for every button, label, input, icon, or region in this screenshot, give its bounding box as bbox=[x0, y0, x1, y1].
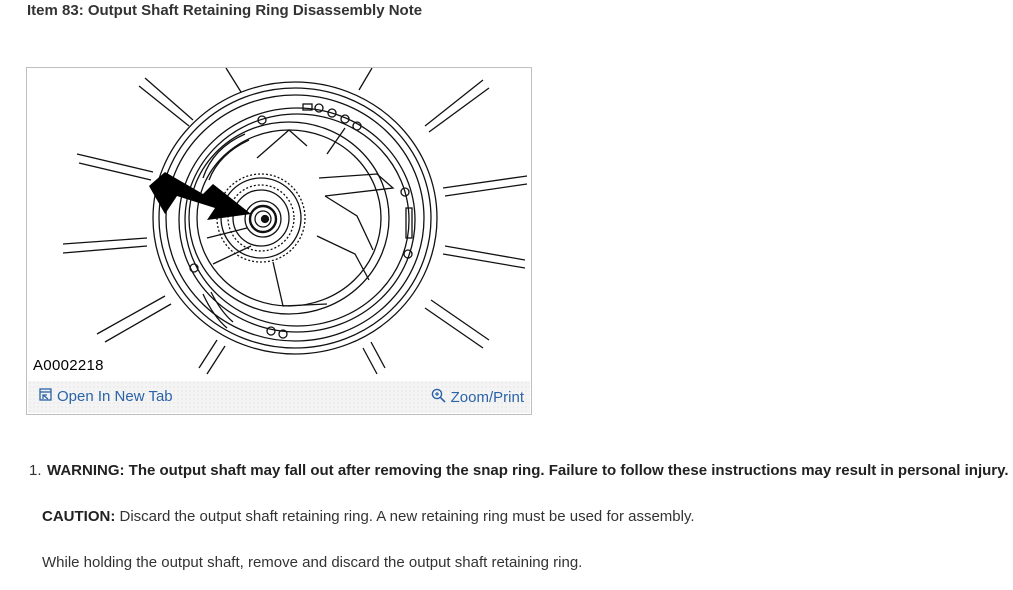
open-in-new-tab-link[interactable]: Open In New Tab bbox=[39, 388, 173, 405]
caution-text: Discard the output shaft retaining ring.… bbox=[115, 508, 695, 525]
output-shaft-illustration bbox=[62, 68, 528, 375]
figure-toolbar: Open In New Tab Zoom/Print bbox=[28, 381, 530, 413]
open-in-new-tab-label: Open In New Tab bbox=[57, 388, 173, 405]
open-in-new-tab-icon bbox=[39, 388, 52, 405]
magnifier-zoom-icon bbox=[431, 388, 446, 407]
zoom-print-label: Zoom/Print bbox=[450, 389, 524, 406]
caution-label: CAUTION: bbox=[42, 508, 116, 525]
warning-text: WARNING: The output shaft may fall out a… bbox=[47, 462, 1009, 479]
step-instruction: While holding the output shaft, remove a… bbox=[42, 554, 583, 571]
page-title: Item 83: Output Shaft Retaining Ring Dis… bbox=[27, 2, 423, 19]
zoom-print-link[interactable]: Zoom/Print bbox=[431, 388, 524, 407]
pointer-arrow bbox=[149, 172, 251, 220]
figure-panel: A0002218 Open In New Tab Zoom/Print bbox=[26, 67, 532, 415]
caution-note: CAUTION: Discard the output shaft retain… bbox=[42, 508, 695, 525]
step-number: 1. bbox=[29, 462, 42, 479]
figure-id: A0002218 bbox=[33, 357, 104, 374]
